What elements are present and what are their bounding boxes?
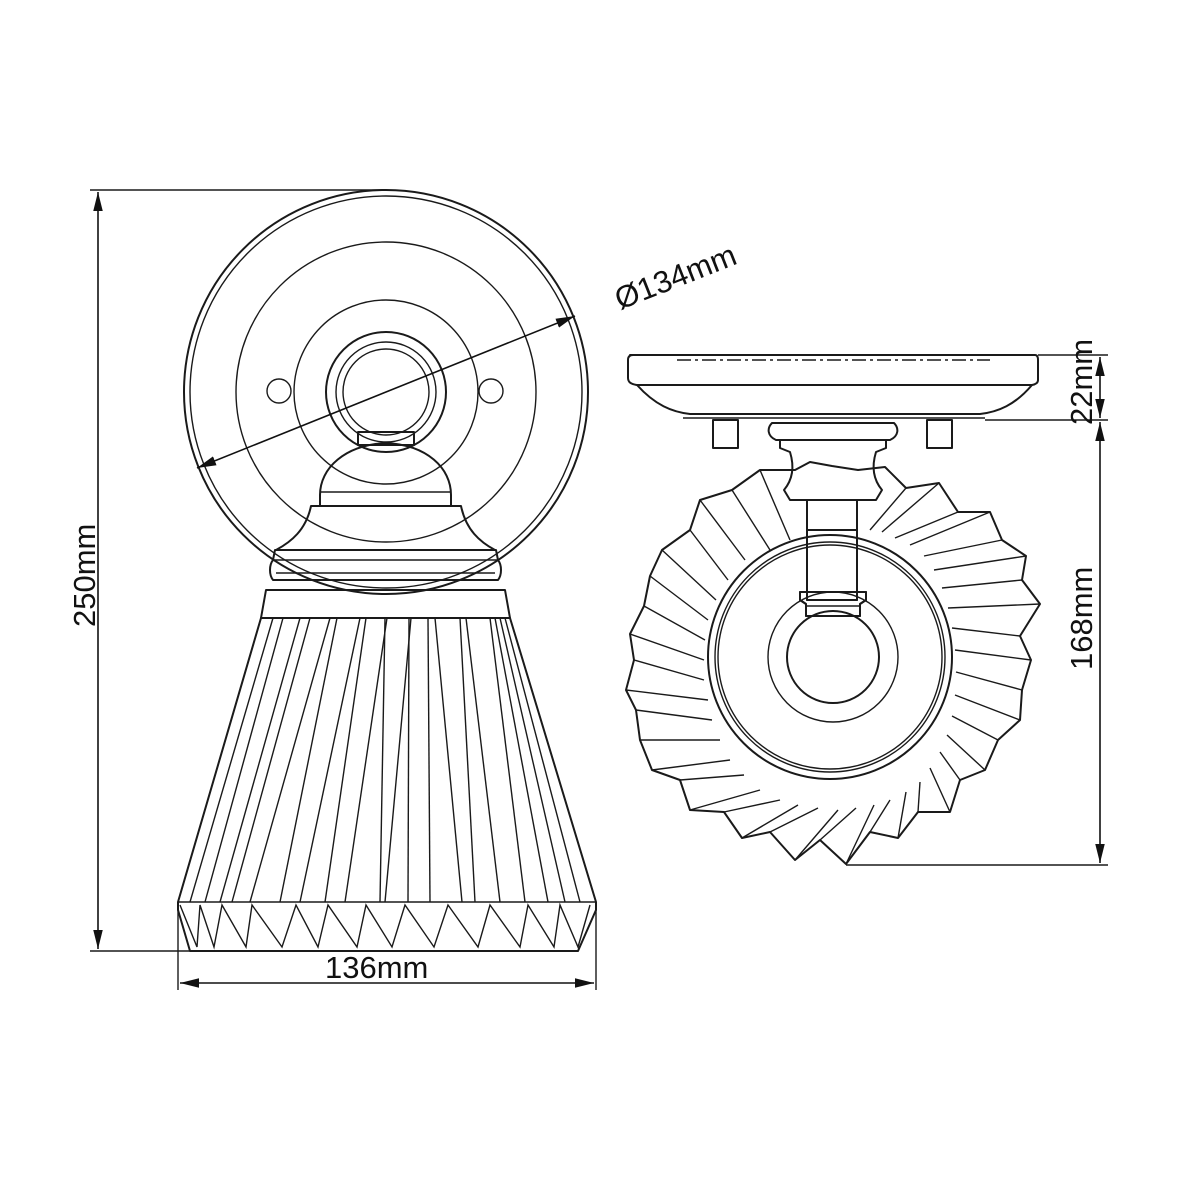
front-view: Ø134mm 250mm 136mm bbox=[67, 189, 741, 990]
depth-dimension: 22mm bbox=[985, 339, 1108, 425]
side-view: 22mm 168mm bbox=[625, 339, 1108, 866]
width-label: 136mm bbox=[325, 950, 428, 985]
depth-label: 22mm bbox=[1064, 339, 1099, 425]
side-arm bbox=[767, 422, 899, 617]
fluted-shade bbox=[625, 461, 1041, 865]
height-dimension: 250mm bbox=[67, 189, 386, 952]
screw-hole-right-icon bbox=[478, 378, 504, 404]
projection-label: 168mm bbox=[1064, 567, 1099, 670]
width-dimension: 136mm bbox=[177, 905, 597, 990]
side-backplate bbox=[627, 354, 1039, 449]
lamp-fitter bbox=[269, 431, 502, 581]
height-label: 250mm bbox=[67, 524, 102, 627]
projection-dimension: 168mm bbox=[846, 422, 1108, 866]
diameter-label: Ø134mm bbox=[610, 237, 741, 316]
screw-hole-left-icon bbox=[266, 378, 292, 404]
pleated-shade bbox=[177, 589, 597, 952]
